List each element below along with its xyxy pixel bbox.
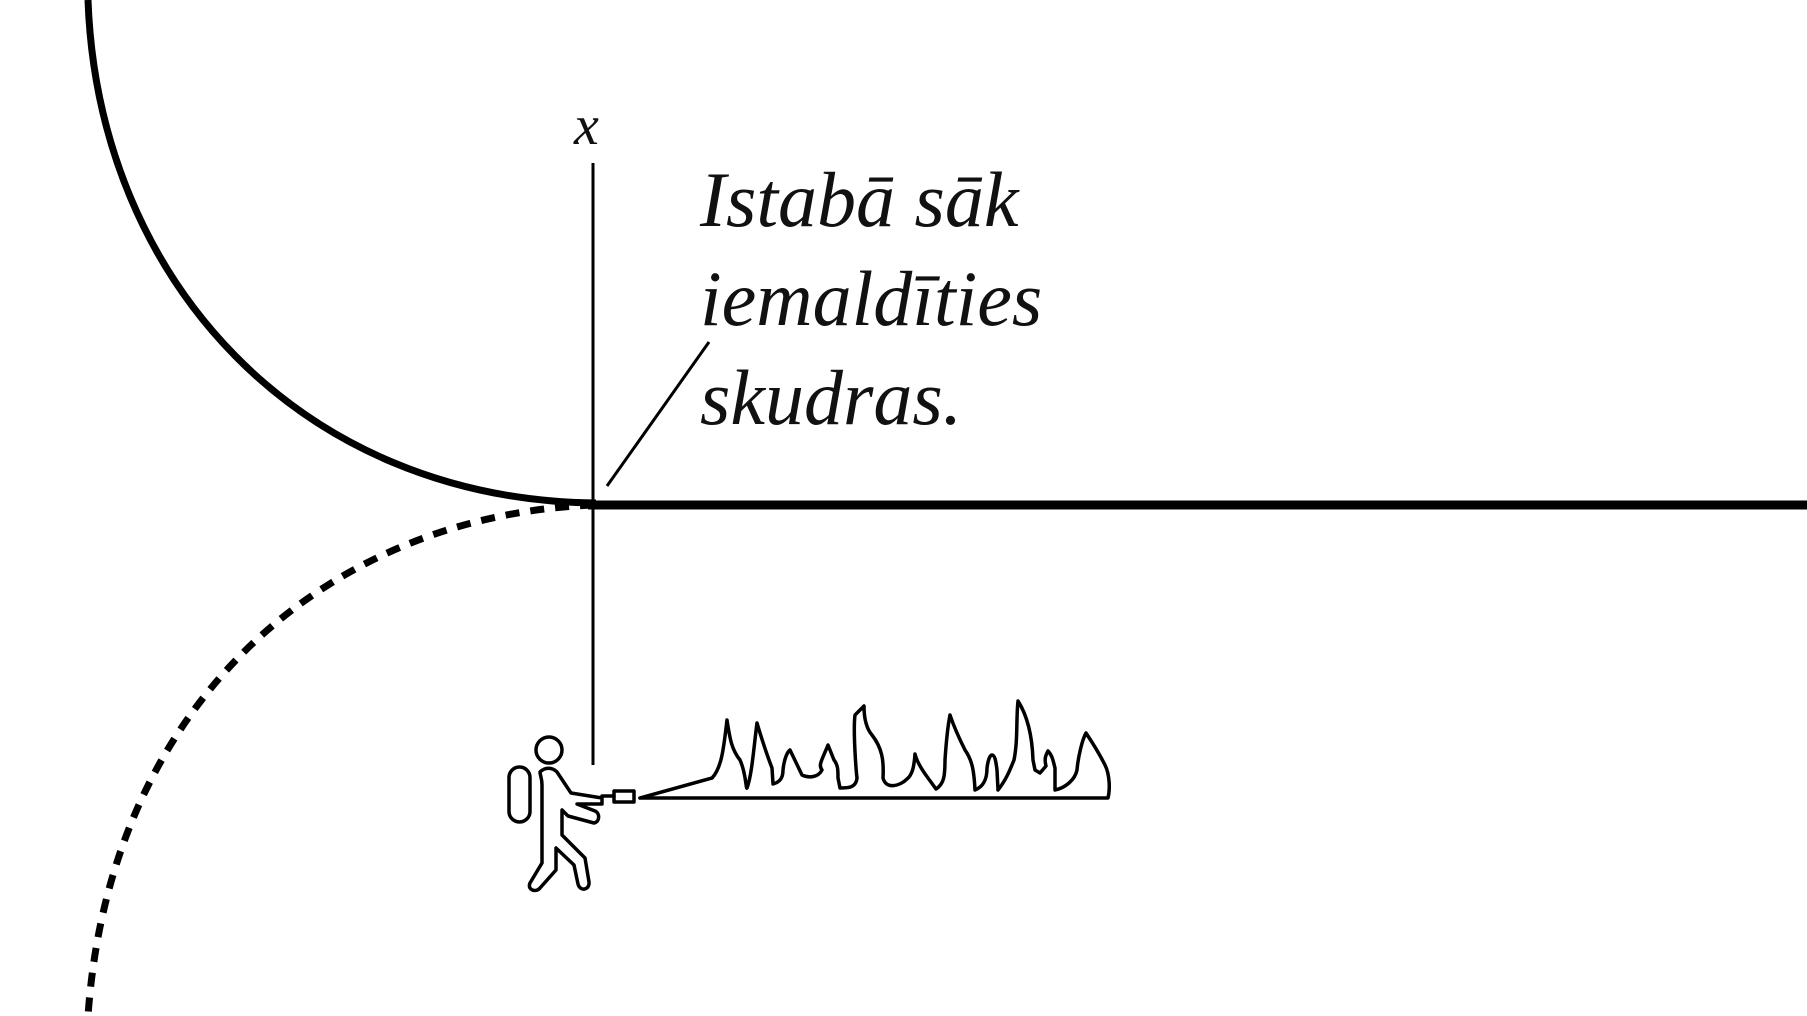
dotted-curve	[84, 501, 595, 1016]
annotation-line-3: skudras.	[700, 354, 963, 441]
annotation-text: Istabā sāk iemaldīties skudras.	[700, 150, 1042, 447]
firefighter-icon	[507, 735, 636, 893]
annotation-line-2: iemaldīties	[700, 255, 1043, 342]
leader-line	[605, 341, 711, 487]
fire-icon	[638, 699, 1111, 800]
solid-curve	[84, 0, 597, 507]
annotation-line-1: Istabā sāk	[700, 156, 1019, 243]
axis-label: x	[574, 95, 599, 157]
